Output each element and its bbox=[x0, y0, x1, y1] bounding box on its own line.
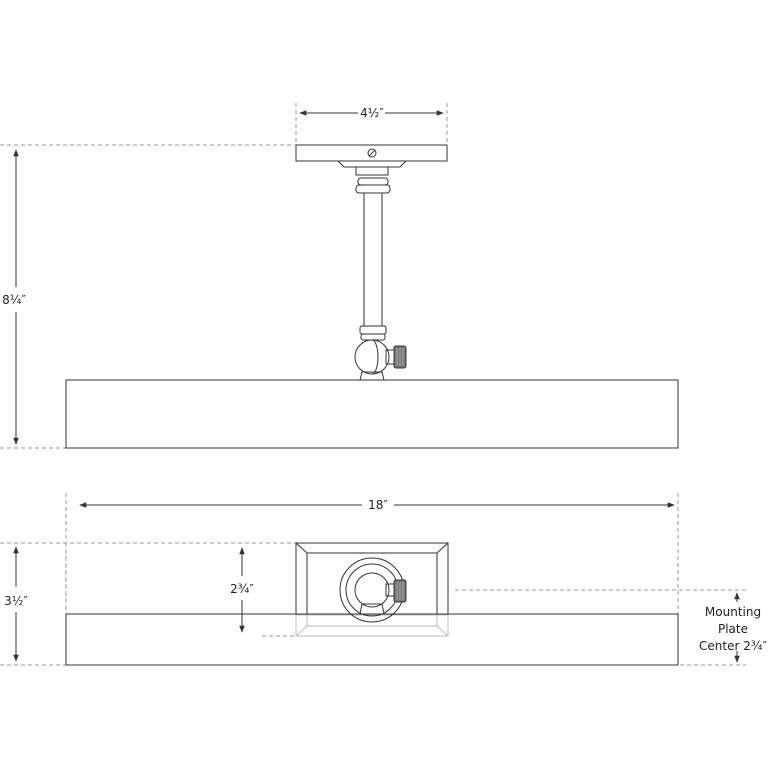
stem-knuckle-lower bbox=[360, 333, 386, 341]
swivel-ball-seam bbox=[371, 339, 379, 375]
side-view: 18″ 3½″ 2¾″ bbox=[0, 493, 767, 666]
bevel-top-left bbox=[295, 542, 308, 554]
swivel-knob-neck bbox=[385, 349, 395, 365]
stem-knuckle-upper bbox=[359, 325, 387, 335]
bevel-top-right bbox=[436, 542, 449, 554]
shade-width-label: 18″ bbox=[368, 498, 388, 512]
swivel-ball-side bbox=[354, 572, 390, 608]
mounting-note-line2: Plate bbox=[718, 622, 748, 636]
overall-height-label: 8¼″ bbox=[2, 293, 26, 307]
stem-ring-upper bbox=[357, 177, 389, 186]
canopy-screw bbox=[367, 148, 377, 158]
shade-mount-side bbox=[359, 603, 385, 615]
stem-cap bbox=[355, 166, 389, 176]
canopy-screw-slot bbox=[368, 149, 376, 157]
canopy-plate-inner-hidden bbox=[306, 614, 438, 627]
canopy-collar bbox=[336, 160, 408, 168]
bevel-bottom-left bbox=[295, 625, 308, 637]
swivel-ball bbox=[354, 339, 390, 375]
plate-height-label: 2¾″ bbox=[230, 582, 254, 596]
canopy-plate-inner bbox=[306, 552, 438, 616]
front-view: 4½″ 8¼″ bbox=[0, 103, 679, 449]
depth-label: 3½″ bbox=[4, 594, 28, 608]
stem bbox=[363, 192, 383, 327]
bevel-bottom-right bbox=[436, 625, 449, 637]
swivel-ring-inner bbox=[345, 563, 399, 617]
mounting-note-line3: Center 2¾″ bbox=[699, 639, 767, 653]
shade-front bbox=[65, 379, 679, 449]
mounting-note-line1: Mounting bbox=[705, 605, 761, 619]
shade-mount bbox=[359, 371, 385, 381]
plate-width-label: 4½″ bbox=[360, 106, 384, 120]
swivel-knob-neck-side bbox=[385, 583, 395, 597]
stem-ring-lower bbox=[355, 184, 391, 194]
